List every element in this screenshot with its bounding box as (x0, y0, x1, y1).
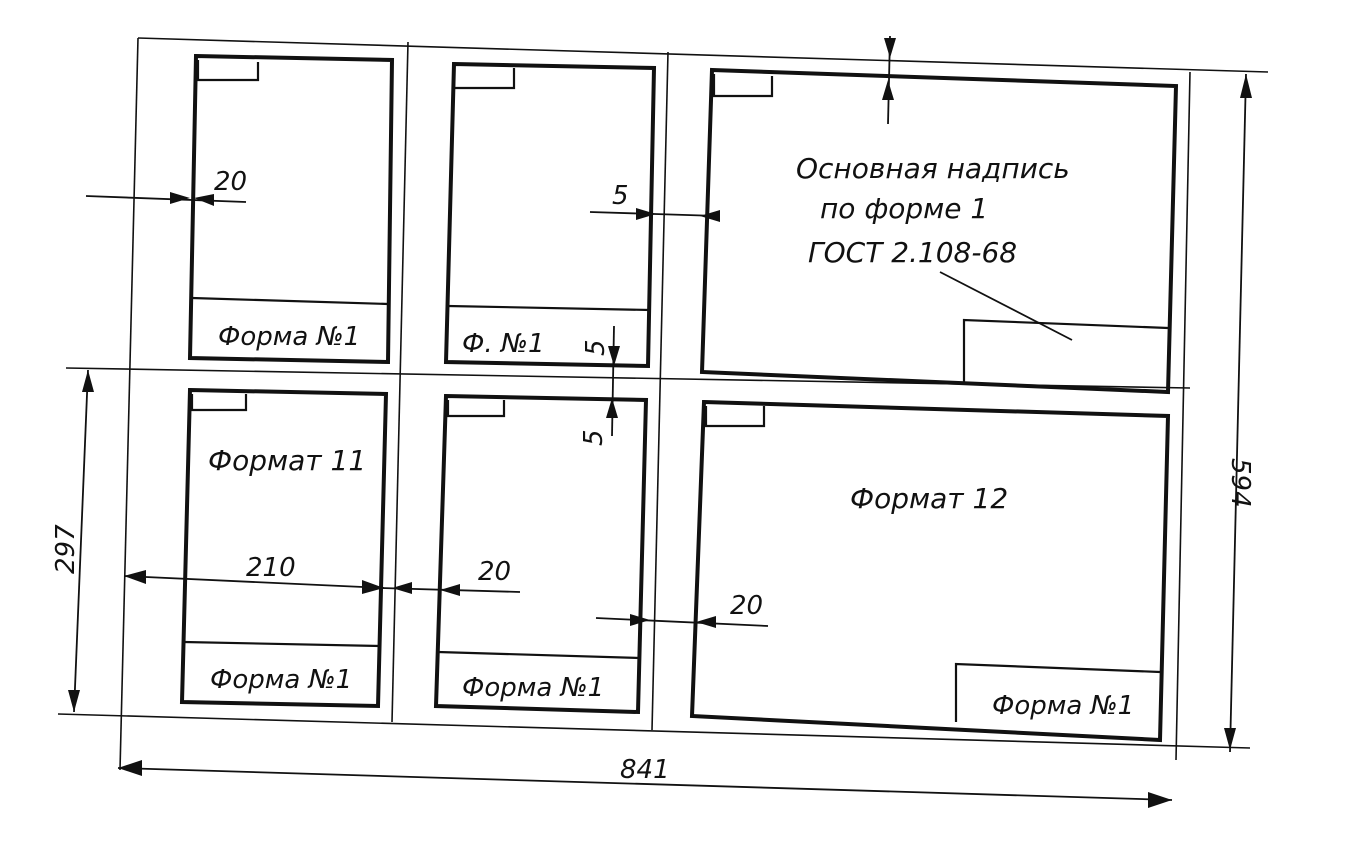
dim-5-mid: 5 5 (579, 325, 620, 446)
frame-top-middle: Ф. №1 (443, 61, 657, 369)
frame-top-left: Форма №1 (187, 53, 395, 365)
dim-20-mid: 20 (379, 557, 521, 596)
dim-top-gap (882, 35, 896, 125)
label-forma-1-e: Форма №1 (992, 691, 1134, 721)
note-title-block-line1: Основная надпись (796, 152, 1070, 185)
dim-20-top: 20 (85, 167, 247, 206)
label-forma-1-d: Форма №1 (462, 673, 604, 703)
label-format-11: Формат 11 (208, 444, 366, 477)
dim-841-text: 841 (620, 755, 670, 785)
dim-297-text: 297 (51, 524, 81, 574)
sheet-outline (57, 37, 1269, 771)
note-title-block-line3: ГОСТ 2.108-68 (808, 236, 1017, 269)
frame-bottom-left: Формат 11 Форма №1 (179, 387, 389, 709)
dim-210: 210 (123, 553, 385, 594)
dim-594: 594 (1224, 73, 1255, 753)
dim-594-text: 594 (1225, 458, 1255, 508)
dim-20-mid-text: 20 (478, 557, 511, 587)
label-forma-1-a: Форма №1 (218, 322, 360, 352)
dim-20-right: 20 (595, 591, 769, 628)
frame-bottom-middle: Форма №1 (433, 393, 649, 715)
dim-5-mid-a-text: 5 (581, 339, 611, 356)
dim-5-mid-b-text: 5 (579, 429, 609, 446)
dim-20-right-text: 20 (730, 591, 763, 621)
frame-top-right: Основная надпись по форме 1 ГОСТ 2.108-6… (699, 67, 1179, 395)
label-forma-1-b: Ф. №1 (462, 329, 545, 359)
dim-5-top-text: 5 (612, 181, 629, 211)
dim-20-top-text: 20 (214, 167, 247, 197)
label-forma-1-c: Форма №1 (210, 665, 352, 695)
dim-841: 841 (117, 755, 1173, 808)
dim-5-top: 5 (589, 181, 720, 222)
leader-line (939, 271, 1073, 341)
frame-bottom-right: Формат 12 Форма №1 (689, 399, 1171, 743)
label-format-12: Формат 12 (850, 482, 1008, 515)
dim-210-text: 210 (246, 553, 296, 583)
note-title-block-line2: по форме 1 (820, 192, 988, 225)
dim-297: 297 (51, 369, 94, 713)
